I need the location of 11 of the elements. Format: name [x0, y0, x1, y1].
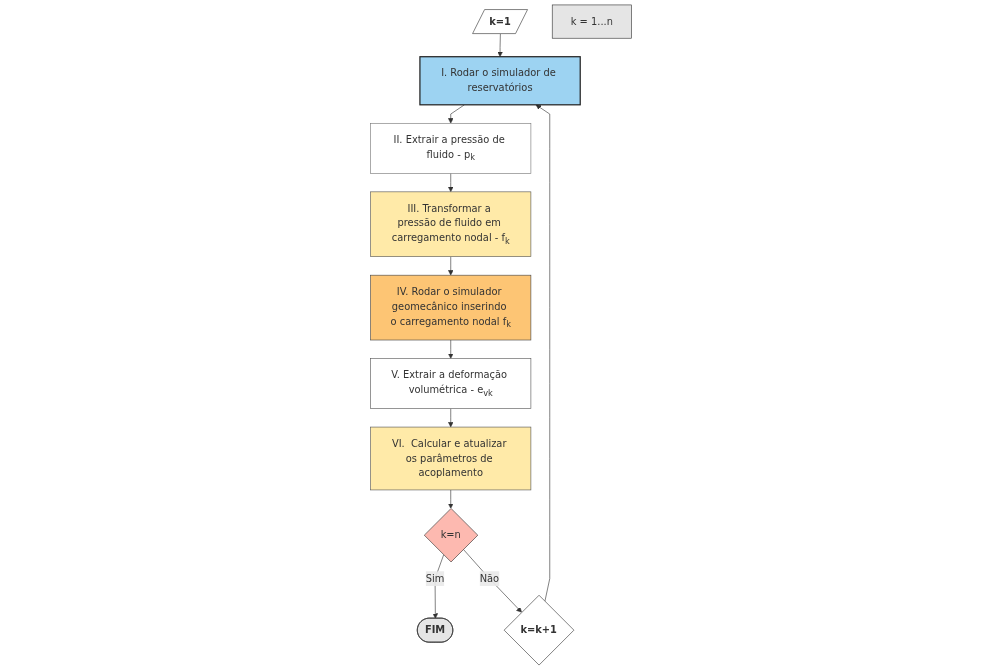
node-diamond: k=n [424, 508, 479, 563]
node-box: III. Transformar a pressão de fluido em carregamento nodal - f$_{k}$ [370, 191, 532, 257]
node-box: II. Extrair a pressão de fluido - p$_{k}$ [370, 123, 532, 174]
node-box: VI. Calcular e atualizar os parâmetros de acoplamento [370, 426, 532, 491]
node-box: I. Rodar o simulador de reservatórios [419, 56, 581, 106]
edge-label: Sim [425, 572, 445, 585]
node-box: V. Extrair a deformação volumétrica - e$_{vk}$ [370, 358, 532, 409]
node-box: k = 1...n [551, 4, 632, 39]
node-box: IV. Rodar o simulador geomecânico inserindo o carregamento nodal f$_{k}$ [370, 274, 532, 341]
node-diamond: k=k+1 [503, 594, 575, 666]
edge-label: Não [479, 572, 500, 585]
